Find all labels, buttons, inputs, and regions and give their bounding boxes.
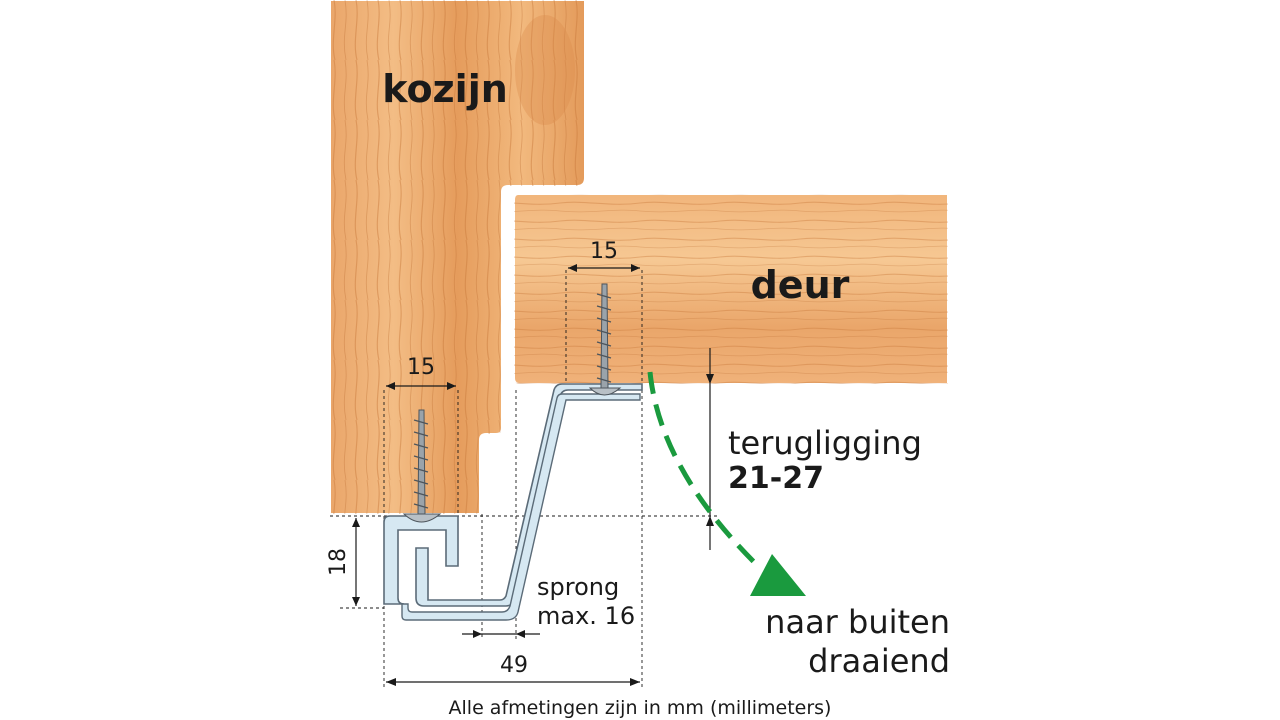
direction-label-line1: naar buiten xyxy=(765,603,950,641)
door-screw xyxy=(588,283,622,396)
dimension-total-width: 49 xyxy=(386,653,640,686)
direction-label-line2: draaiend xyxy=(808,642,950,680)
metal-profile xyxy=(383,383,643,621)
dimension-frame-screw: 15 xyxy=(386,355,456,390)
total-width-text: 49 xyxy=(500,653,528,678)
frame-label: kozijn xyxy=(382,67,508,111)
step-label-line1: sprong xyxy=(537,573,619,601)
dimension-step xyxy=(462,630,540,638)
frame-screw-dimension-text: 15 xyxy=(407,355,435,380)
setback-title: terugligging xyxy=(728,424,922,462)
frame-screw xyxy=(402,409,442,523)
footer-note: Alle afmetingen zijn in mm (millimeters) xyxy=(449,697,832,719)
door-label: deur xyxy=(751,263,850,307)
dimension-door-screw: 15 xyxy=(568,239,640,272)
door-screw-dimension-text: 15 xyxy=(590,239,618,264)
step-label-line2: max. 16 xyxy=(537,602,635,630)
dimension-setback xyxy=(706,348,714,550)
setback-value: 21-27 xyxy=(728,461,824,496)
profile-height-text: 18 xyxy=(326,548,351,576)
door-wood xyxy=(513,193,949,385)
opening-direction-arrow xyxy=(647,371,806,596)
dimension-profile-height: 18 xyxy=(326,518,360,606)
